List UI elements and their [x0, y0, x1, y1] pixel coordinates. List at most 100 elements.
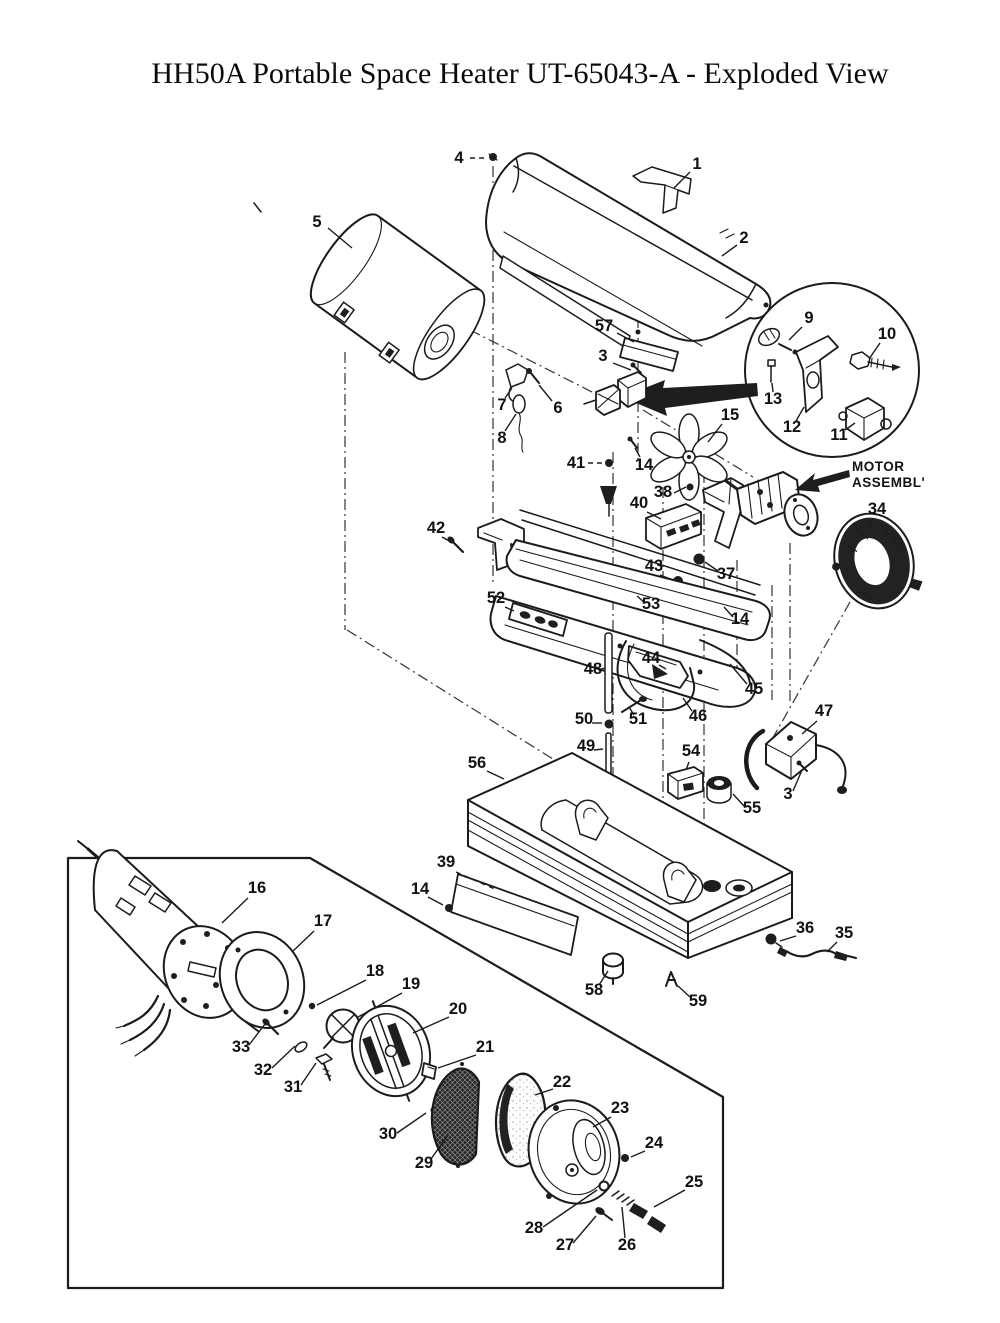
leader-line-51 — [628, 706, 635, 716]
part-label-43: 43 — [645, 557, 663, 575]
leader-line-22 — [534, 1088, 554, 1096]
part-32-clip — [294, 1041, 308, 1053]
leader-line-42 — [441, 536, 454, 544]
part-42-screw — [447, 536, 465, 554]
detail-circle-inset — [744, 282, 920, 458]
part-label-31: 31 — [284, 1078, 302, 1096]
part-label-16: 16 — [248, 879, 266, 897]
part-label-39: 39 — [437, 853, 455, 871]
part-label-12: 12 — [783, 418, 801, 436]
part-label-32: 32 — [254, 1061, 272, 1079]
motor-label-arrow — [795, 470, 850, 492]
part-label-5: 5 — [312, 213, 321, 231]
part-label-55: 55 — [743, 799, 761, 817]
part-label-57: 57 — [595, 317, 613, 335]
part-label-33: 33 — [232, 1038, 250, 1056]
leader-line-56 — [486, 770, 505, 780]
part-label-37: 37 — [717, 565, 735, 583]
leader-line-3 — [792, 769, 803, 792]
part-27-screw — [595, 1207, 613, 1221]
part-label-15: 15 — [721, 406, 739, 424]
leader-line-16 — [221, 897, 249, 924]
part-label-47: 47 — [815, 702, 833, 720]
part-28-ring — [598, 1180, 610, 1192]
part-58-cap — [602, 952, 624, 985]
part-label-58: 58 — [585, 981, 603, 999]
part-54-box — [667, 766, 704, 800]
part-52-strip — [508, 602, 568, 637]
part-label-3: 3 — [783, 785, 792, 803]
part-label-14: 14 — [731, 610, 750, 628]
leader-line-31 — [300, 1062, 317, 1086]
leader-line-8 — [504, 413, 517, 432]
part-label-45: 45 — [745, 680, 763, 698]
part-label-53: 53 — [642, 595, 660, 613]
part-label-13: 13 — [764, 390, 782, 408]
leader-line-24 — [630, 1150, 646, 1158]
igniter-parts — [505, 363, 540, 453]
part-label-4: 4 — [454, 149, 464, 167]
part-label-3: 3 — [598, 347, 607, 365]
part-label-35: 35 — [835, 924, 853, 942]
part-label-17: 17 — [314, 912, 332, 930]
leader-line-9 — [788, 326, 803, 341]
part-label-27: 27 — [556, 1236, 574, 1254]
leader-line-38 — [673, 486, 687, 494]
part-33-screw — [262, 1018, 280, 1036]
leader-line-30 — [396, 1112, 427, 1134]
leader-line-13 — [771, 382, 774, 393]
leader-line-57 — [616, 332, 635, 343]
part-26-spring — [611, 1190, 635, 1206]
motor-assembly-label: MOTOR ASSEMBL' — [852, 459, 925, 490]
leader-line-52 — [504, 606, 515, 612]
part-label-14: 14 — [411, 880, 430, 898]
leader-line-26 — [621, 1206, 626, 1239]
part-label-50: 50 — [575, 710, 593, 728]
inset-box — [66, 840, 725, 1290]
leader-line-39 — [455, 871, 498, 891]
part-label-14: 14 — [635, 456, 654, 474]
leader-line-40 — [646, 511, 662, 520]
leader-line-47 — [801, 720, 818, 735]
part-label-6: 6 — [553, 399, 562, 417]
part-36-screw — [765, 933, 783, 948]
part-24-screw — [621, 1154, 629, 1162]
leader-line-11 — [844, 422, 856, 431]
leader-line-12 — [795, 406, 805, 422]
motor-label-line1: MOTOR — [852, 459, 905, 474]
part-59-clip — [665, 971, 678, 987]
part-label-29: 29 — [415, 1154, 433, 1172]
part-15-fan — [650, 413, 728, 501]
leader-line-19 — [357, 992, 403, 1018]
leader-line-18 — [316, 979, 367, 1006]
leader-line-59 — [677, 985, 691, 998]
part-4-screw — [488, 153, 498, 161]
part-label-36: 36 — [796, 919, 814, 937]
leader-line-44 — [658, 664, 667, 670]
part-label-34: 34 — [868, 500, 887, 518]
leader-line-23 — [592, 1116, 612, 1128]
part-label-22: 22 — [553, 1073, 571, 1091]
part-label-51: 51 — [629, 710, 647, 728]
part-label-56: 56 — [468, 754, 486, 772]
part-label-54: 54 — [682, 742, 701, 760]
leader-line-55 — [732, 793, 745, 807]
part-label-20: 20 — [449, 1000, 467, 1018]
part-label-41: 41 — [567, 454, 585, 472]
part-47-fuel-cap — [744, 721, 847, 794]
part-label-49: 49 — [577, 737, 595, 755]
part-label-46: 46 — [689, 707, 707, 725]
pointer-arrow-large — [622, 380, 758, 416]
part-25-screws — [629, 1203, 666, 1233]
part-label-7: 7 — [497, 396, 506, 414]
part-label-48: 48 — [584, 660, 602, 678]
part-label-28: 28 — [525, 1219, 543, 1237]
leader-line-27 — [572, 1215, 597, 1244]
leader-line-14 — [634, 447, 641, 458]
part-55-grommet — [706, 776, 732, 804]
leader-line-17 — [291, 930, 315, 953]
part-label-23: 23 — [611, 1099, 629, 1117]
